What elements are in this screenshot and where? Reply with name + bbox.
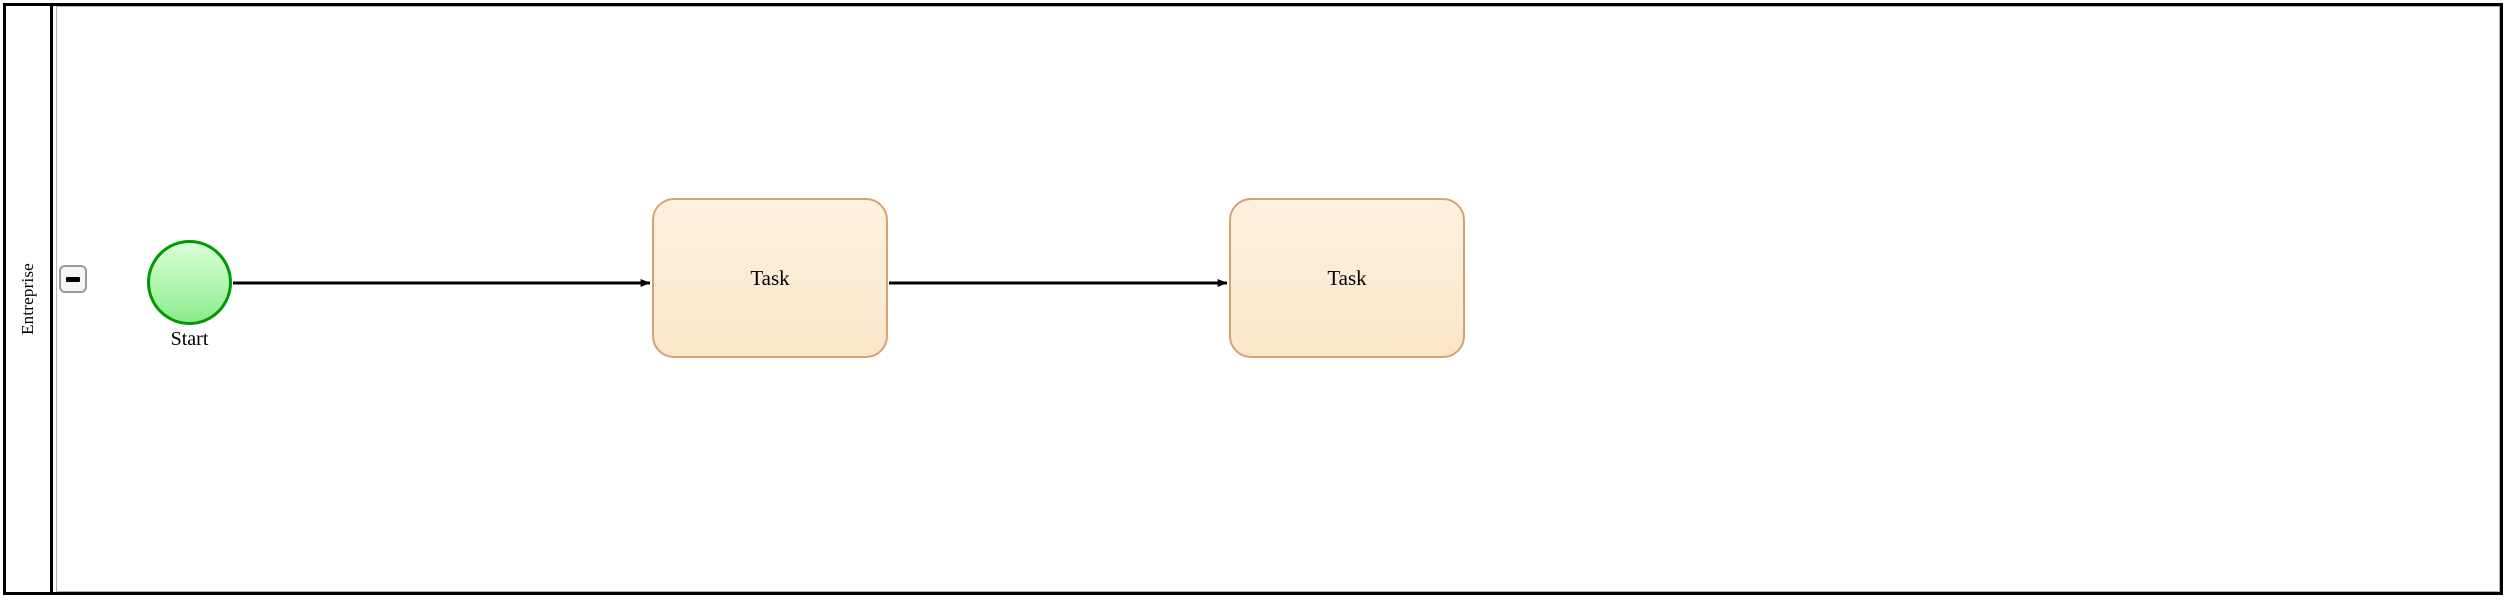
lane-title-label: Entreprise [18, 263, 37, 335]
task-node-2-label: Task [1327, 265, 1367, 290]
task-node-1[interactable]: Task [652, 198, 888, 358]
start-event-label: Start [170, 328, 209, 350]
lane-collapse-button[interactable] [59, 265, 87, 293]
minus-icon [66, 276, 80, 282]
task-node-2[interactable]: Task [1229, 198, 1465, 358]
pool-entreprise[interactable]: Entreprise [3, 3, 2503, 595]
start-event-node[interactable] [147, 240, 232, 325]
lane-header[interactable]: Entreprise [6, 6, 53, 592]
task-node-1-label: Task [750, 265, 790, 290]
